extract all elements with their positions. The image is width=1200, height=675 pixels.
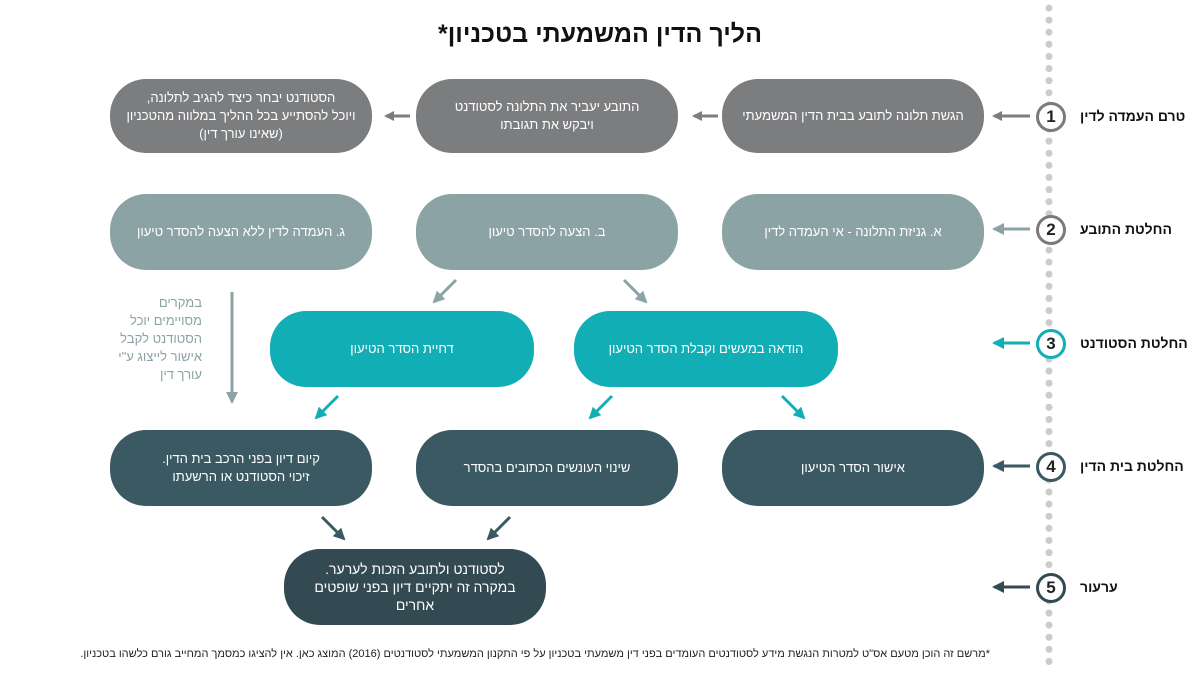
stage-5-label: ערעור bbox=[1080, 579, 1118, 595]
box-complaint-filing-text: הגשת תלונה לתובע בבית הדין המשמעתי bbox=[742, 108, 964, 123]
box-appeal-text: לסטודנט ולתובע הזכות לערער. במקרה זה יתק… bbox=[314, 561, 516, 613]
box-plea-offer: ב. הצעה להסדר טיעון bbox=[416, 194, 678, 270]
arrow-r2b-r3a bbox=[622, 278, 648, 304]
arrow-r3a-r4a bbox=[780, 394, 806, 420]
box-plea-approved-text: אישור הסדר הטיעון bbox=[801, 460, 905, 475]
box-complaint-filing: הגשת תלונה לתובע בבית הדין המשמעתי bbox=[722, 79, 984, 153]
box-prosecutor-forwards-text: התובע יעביר את התלונה לסטודנט ויבקש את ת… bbox=[454, 99, 640, 132]
box-reject-plea: דחיית הסדר הטיעון bbox=[270, 311, 534, 387]
stage-5-circle: 5 bbox=[1036, 573, 1066, 603]
box-penalty-change-text: שינוי העונשים הכתובים בהסדר bbox=[463, 460, 631, 475]
box-complaint-dismissed: א. גניזת התלונה - אי העמדה לדין bbox=[722, 194, 984, 270]
stage-1-label: טרם העמדה לדין bbox=[1080, 108, 1186, 124]
box-complaint-dismissed-text: א. גניזת התלונה - אי העמדה לדין bbox=[764, 224, 942, 239]
box-court-hearing: קיום דיון בפני הרכב בית הדין. זיכוי הסטו… bbox=[110, 430, 372, 506]
box-plea-offer-text: ב. הצעה להסדר טיעון bbox=[488, 224, 606, 239]
stage-3-label: החלטת הסטודנט bbox=[1080, 335, 1188, 351]
stage-1-circle: 1 bbox=[1036, 102, 1066, 132]
stage-3-circle: 3 bbox=[1036, 329, 1066, 359]
box-court-hearing-text: קיום דיון בפני הרכב בית הדין. זיכוי הסטו… bbox=[162, 451, 320, 484]
box-admission-accept-plea: הודאה במעשים וקבלת הסדר הטיעון bbox=[574, 311, 838, 387]
arrow-r2b-r3b bbox=[432, 278, 458, 304]
stage-2-circle: 2 bbox=[1036, 215, 1066, 245]
arrow-r4c-r5 bbox=[320, 515, 346, 541]
box-indictment-no-plea-text: ג. העמדה לדין ללא הצעה להסדר טיעון bbox=[136, 224, 346, 239]
box-prosecutor-forwards: התובע יעביר את התלונה לסטודנט ויבקש את ת… bbox=[416, 79, 678, 153]
arrow-r3b-r4c bbox=[314, 394, 340, 420]
box-student-response: הסטודנט יבחר כיצד להגיב לתלונה, ויוכל לה… bbox=[110, 79, 372, 153]
stage-4-circle: 4 bbox=[1036, 452, 1066, 482]
arrow-r3a-r4b bbox=[588, 394, 614, 420]
box-plea-approved: אישור הסדר הטיעון bbox=[722, 430, 984, 506]
side-note-lawyer: במקרים מסויימים יוכל הסטודנט לקבל אישור … bbox=[118, 295, 202, 382]
box-penalty-change: שינוי העונשים הכתובים בהסדר bbox=[416, 430, 678, 506]
box-indictment-no-plea: ג. העמדה לדין ללא הצעה להסדר טיעון bbox=[110, 194, 372, 270]
footnote: *מרשם זה הוכן מטעם אס"ט למטרות הנגשת מיד… bbox=[80, 648, 990, 660]
box-appeal: לסטודנט ולתובע הזכות לערער. במקרה זה יתק… bbox=[284, 549, 546, 625]
arrow-r4b-r5 bbox=[486, 515, 512, 541]
box-student-response-text: הסטודנט יבחר כיצד להגיב לתלונה, ויוכל לה… bbox=[126, 90, 356, 141]
box-admission-accept-plea-text: הודאה במעשים וקבלת הסדר הטיעון bbox=[608, 341, 804, 356]
box-reject-plea-text: דחיית הסדר הטיעון bbox=[350, 341, 454, 356]
stage-4-label: החלטת בית הדין bbox=[1080, 458, 1184, 474]
page-title: הליך הדין המשמעתי בטכניון* bbox=[438, 20, 762, 48]
stage-2-label: החלטת התובע bbox=[1080, 221, 1172, 237]
